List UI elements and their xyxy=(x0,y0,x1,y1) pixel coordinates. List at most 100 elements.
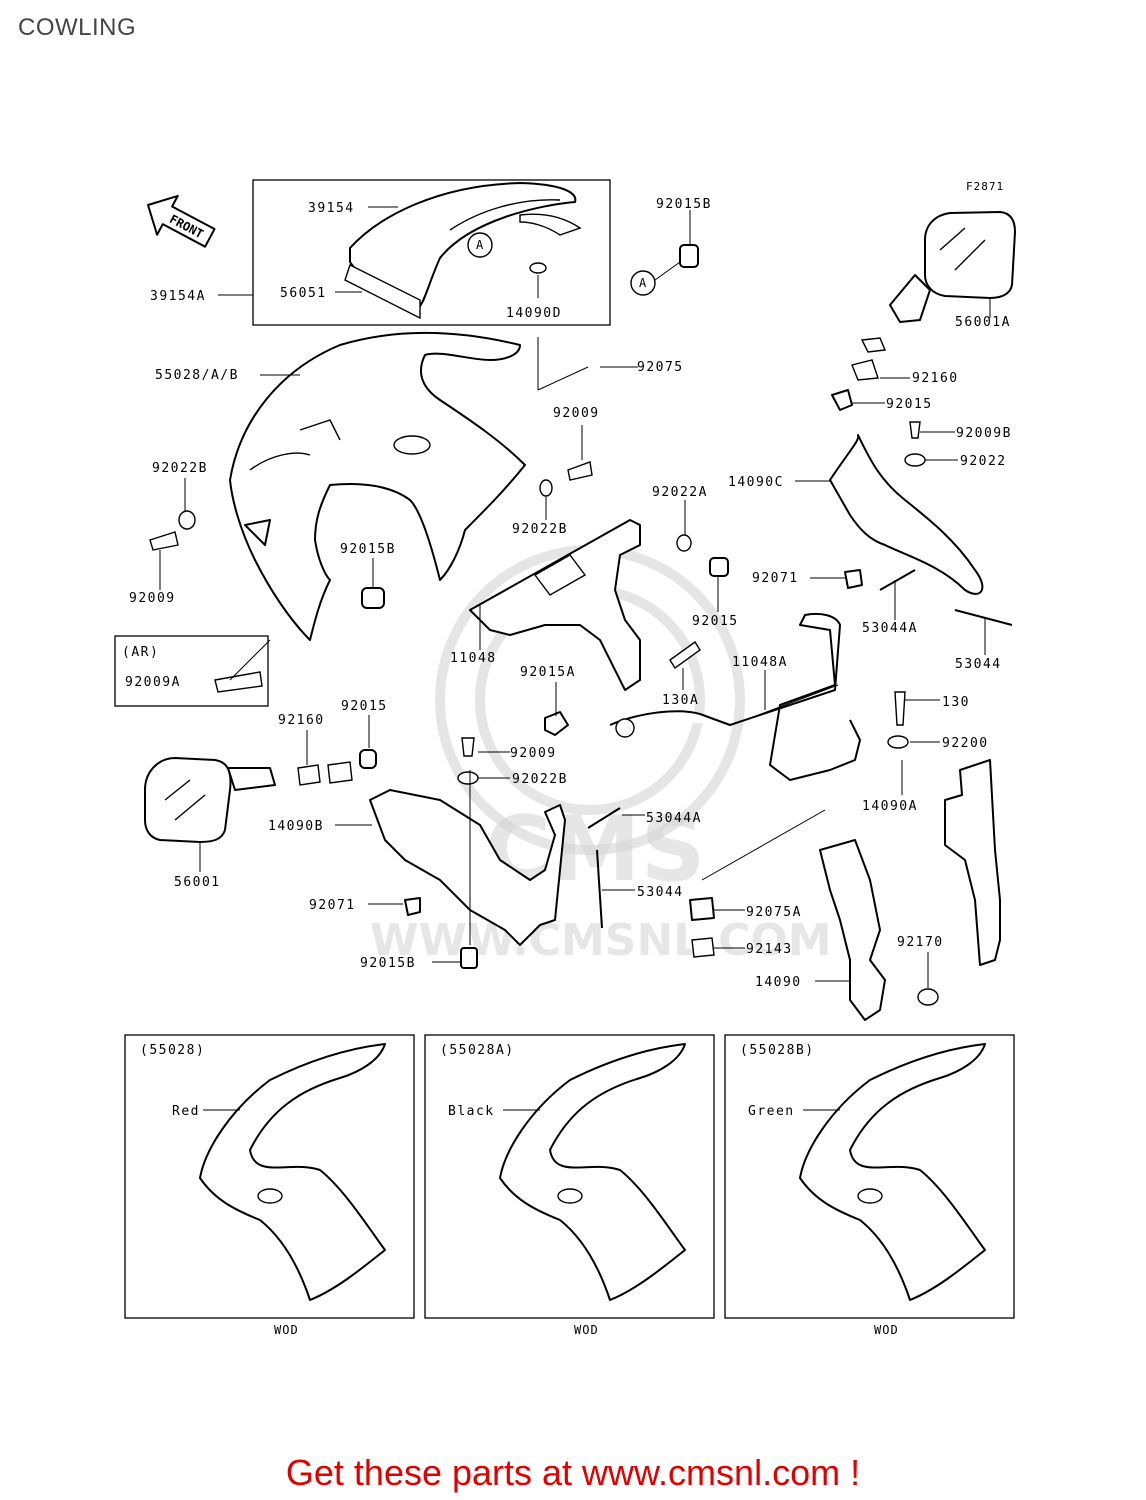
label-55028AB: 55028/A/B xyxy=(155,368,239,383)
leader-lines xyxy=(159,206,991,988)
grommet-92075A xyxy=(689,897,715,921)
inner-panel-14090B xyxy=(369,789,566,946)
label-39154: 39154 xyxy=(308,201,355,216)
label-92015-left: 92015 xyxy=(341,699,388,714)
label-92015B-top: 92015B xyxy=(656,197,712,212)
nut-92015A xyxy=(544,711,569,736)
bolt-92009-center xyxy=(567,461,593,481)
label-92022B-middle: 92022B xyxy=(512,772,568,787)
marker-a-icon-2 xyxy=(630,270,656,296)
label-92160-right: 92160 xyxy=(912,371,959,386)
label-92071-left: 92071 xyxy=(309,898,356,913)
variant-code: (55028) xyxy=(140,1043,205,1058)
bolt-92009-left xyxy=(149,531,179,551)
nut-92015-right xyxy=(831,389,853,411)
label-92009-center: 92009 xyxy=(553,406,600,421)
rod-53044A-middle xyxy=(587,807,621,829)
variant-color: Red xyxy=(172,1104,200,1119)
label-56001: 56001 xyxy=(174,875,221,890)
grommet-14090D xyxy=(529,262,547,274)
variant-note: WOD xyxy=(274,1323,299,1337)
label-92015B-left: 92015B xyxy=(340,542,396,557)
page-title: COWLING xyxy=(18,14,137,41)
mirror-left xyxy=(144,757,276,843)
nut-92015B-left xyxy=(361,587,385,609)
variant-panel-55028: (55028) Red WOD xyxy=(124,1034,415,1337)
nut-92015B-bottom xyxy=(460,947,478,969)
label-92015-center: 92015 xyxy=(692,614,739,629)
variant-panel-55028A: (55028A) Black WOD xyxy=(424,1034,715,1337)
variant-note: WOD xyxy=(574,1323,599,1337)
label-14090B: 14090B xyxy=(268,819,324,834)
clip-92143 xyxy=(691,937,715,958)
label-92022-right: 92022 xyxy=(960,454,1007,469)
plate-92160-right xyxy=(860,337,887,353)
label-53044-middle: 53044 xyxy=(637,885,684,900)
label-92075: 92075 xyxy=(637,360,684,375)
nut-92015-left xyxy=(359,749,377,769)
label-56051: 56051 xyxy=(280,286,327,301)
label-92022B-center: 92022B xyxy=(512,522,568,537)
label-92009A: 92009A xyxy=(125,675,181,690)
plate-92160-left xyxy=(297,764,321,786)
plate-92160-left-b xyxy=(327,761,353,784)
front-arrow-icon: FRONT xyxy=(147,194,216,248)
bolt-92009B xyxy=(909,421,921,439)
label-14090C: 14090C xyxy=(728,475,784,490)
nut-92015B-top xyxy=(679,244,699,268)
label-11048A: 11048A xyxy=(732,655,788,670)
plug-92170 xyxy=(917,988,939,1006)
label-92200: 92200 xyxy=(942,736,989,751)
bolt-130 xyxy=(894,691,906,726)
label-92009-middle: 92009 xyxy=(510,746,557,761)
mirror-right xyxy=(889,211,1016,323)
label-92015B-bottom: 92015B xyxy=(360,956,416,971)
bolt-92009A xyxy=(214,671,263,693)
variant-panel-55028B: (55028B) Green WOD xyxy=(724,1034,1015,1337)
label-92022B-left: 92022B xyxy=(152,461,208,476)
rod-53044-right xyxy=(954,609,1013,626)
label-92075A: 92075A xyxy=(746,905,802,920)
variant-color: Green xyxy=(748,1104,795,1119)
marker-a: A xyxy=(476,238,484,252)
marker-a-2: A xyxy=(639,276,647,290)
washer-92022B-center xyxy=(539,479,553,497)
label-130: 130 xyxy=(942,695,970,710)
plate-92160-right-b xyxy=(851,359,879,381)
label-11048: 11048 xyxy=(450,651,497,666)
label-92170: 92170 xyxy=(897,935,944,950)
label-14090: 14090 xyxy=(755,975,802,990)
label-14090A: 14090A xyxy=(862,799,918,814)
inner-panel-14090 xyxy=(819,839,886,1021)
label-ar: (AR) xyxy=(122,645,159,660)
variant-code: (55028A) xyxy=(440,1043,515,1058)
variant-code: (55028B) xyxy=(740,1043,815,1058)
inner-panel-14090A xyxy=(944,759,1001,966)
washer-92022-right xyxy=(904,453,926,467)
washer-92022B-left xyxy=(178,510,196,530)
label-92015A: 92015A xyxy=(520,665,576,680)
cowling-diagram: CMS WWW.CMSNL.COM F2871 FRONT A A xyxy=(114,179,1016,1337)
footer-link[interactable]: Get these parts at www.cmsnl.com ! xyxy=(285,1452,861,1493)
label-92071-right: 92071 xyxy=(752,571,799,586)
label-130A: 130A xyxy=(662,693,699,708)
label-53044A-middle: 53044A xyxy=(646,811,702,826)
grommet-92071-right xyxy=(844,569,863,589)
label-92015-right: 92015 xyxy=(886,397,933,412)
bolt-92009-middle xyxy=(461,737,475,757)
mounting-stay-11048A xyxy=(609,612,861,781)
label-92009-left: 92009 xyxy=(129,591,176,606)
nut-92015-center xyxy=(709,557,729,577)
marker-a-icon xyxy=(467,232,493,258)
label-92022A: 92022A xyxy=(652,485,708,500)
rod-53044A-right xyxy=(879,569,916,591)
inner-panel-14090C xyxy=(829,434,984,595)
label-14090D: 14090D xyxy=(506,306,562,321)
callout-labels: 39154 39154A 56051 14090D 92015B 56001A … xyxy=(122,197,1010,990)
figure-code: F2871 xyxy=(966,180,1004,193)
variant-note: WOD xyxy=(874,1323,899,1337)
washer-92022A xyxy=(676,534,692,552)
washer-92200 xyxy=(887,735,909,749)
label-39154A: 39154A xyxy=(150,289,206,304)
label-53044A-right: 53044A xyxy=(862,621,918,636)
